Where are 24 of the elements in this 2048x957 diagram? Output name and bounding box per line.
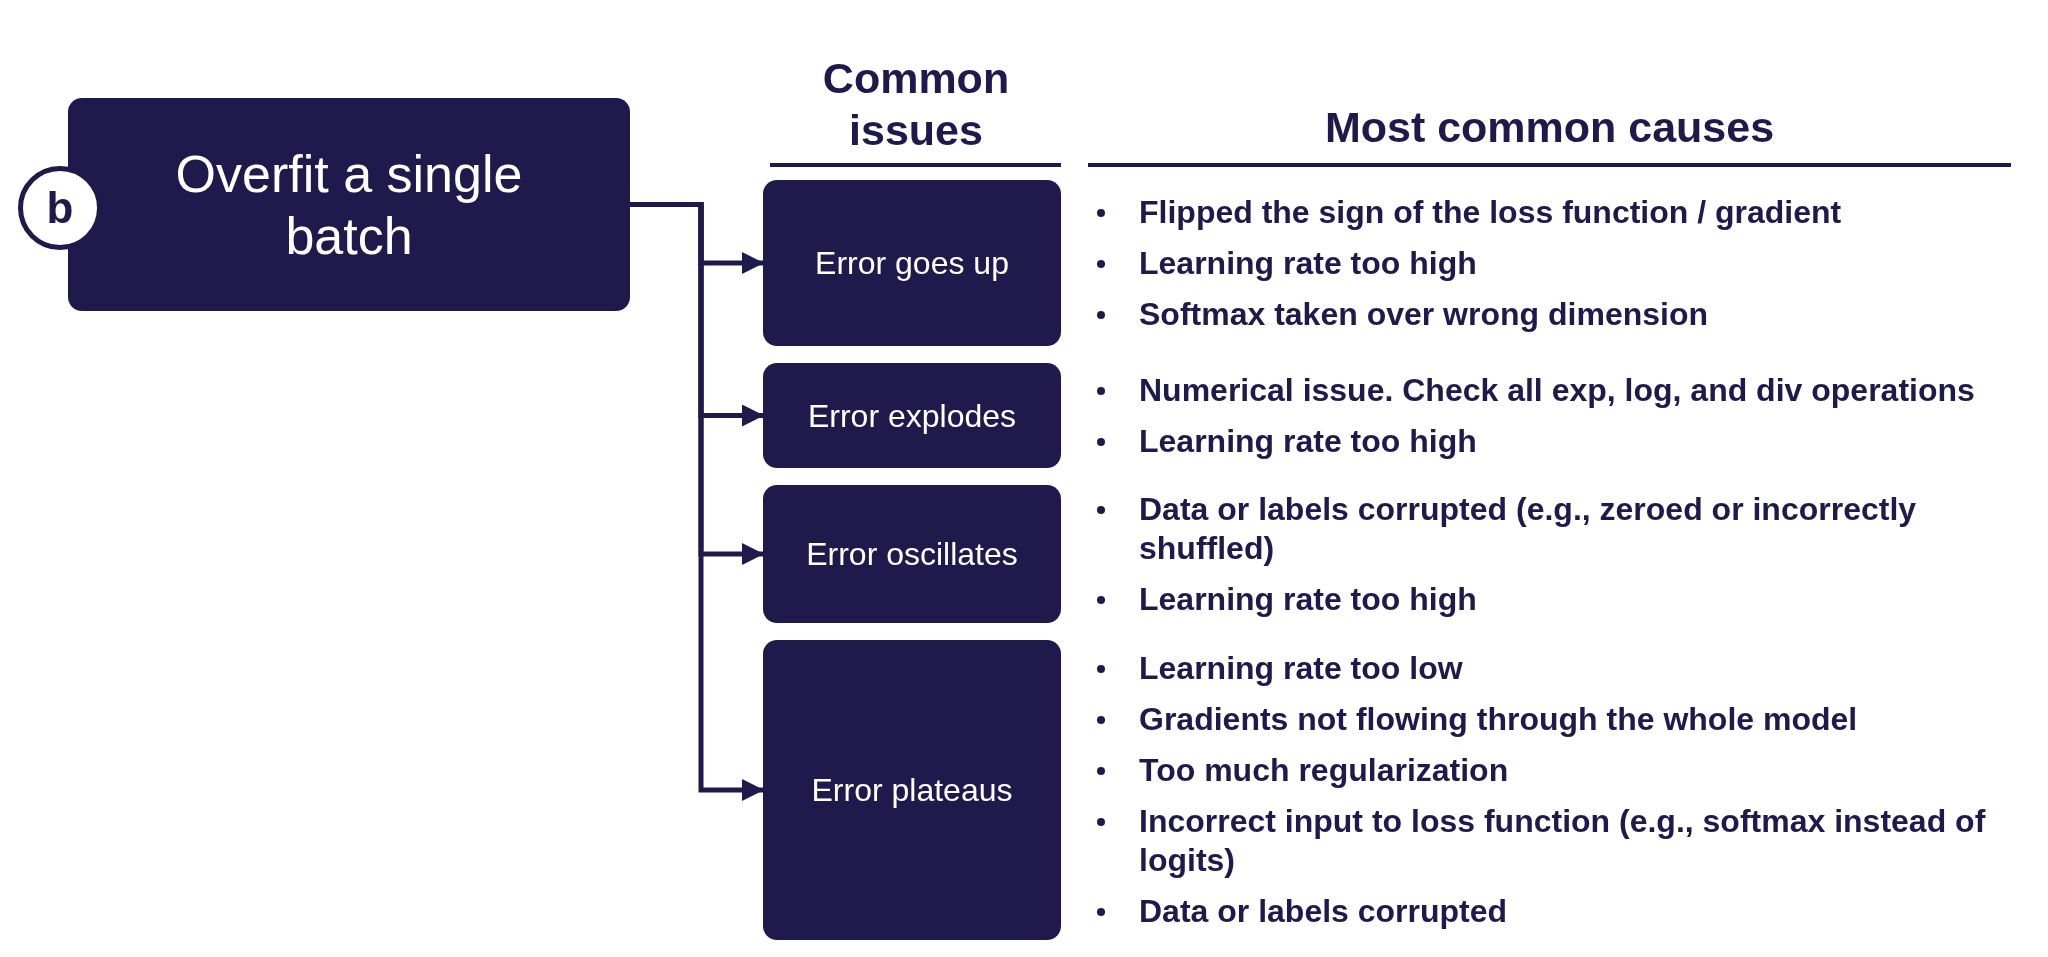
cause-text: Gradients not flowing through the whole model xyxy=(1139,700,1859,739)
cause-text: Data or labels corrupted (e.g., zeroed or incorrectly shuffled) xyxy=(1139,489,1918,568)
cause-text: Incorrect input to loss function (e.g., softmax instead of logits) xyxy=(1139,802,1987,880)
column-heading: Most common causes xyxy=(1323,102,1776,153)
cause-text: Learning rate too low xyxy=(1139,649,1464,688)
issue-box xyxy=(763,485,1061,623)
cause-text: Numerical issue. Check all exp, log, and div operations xyxy=(1139,370,1976,410)
issue-label: Error goes up xyxy=(815,244,1009,282)
cause-text: Flipped the sign of the loss function / gradient xyxy=(1139,192,1843,232)
issue-label: Error explodes xyxy=(807,396,1017,435)
issue-label: Error oscillates xyxy=(806,535,1018,573)
cause-text: Learning rate too high xyxy=(1139,421,1478,461)
cause-text: Learning rate too high xyxy=(1139,579,1478,619)
issue-box xyxy=(763,640,1061,940)
issue-box xyxy=(763,180,1061,346)
cause-text: Too much regularization xyxy=(1139,751,1510,790)
box-title: Overfit a single batch xyxy=(174,143,524,267)
step-letter: b xyxy=(46,186,74,230)
issue-box xyxy=(763,363,1061,468)
issue-label: Error plateaus xyxy=(811,771,1013,809)
cause-text: Learning rate too high xyxy=(1139,243,1478,283)
cause-text: Softmax taken over wrong dimension xyxy=(1139,294,1709,334)
column-heading: Common issues xyxy=(821,53,1011,156)
cause-text: Data or labels corrupted xyxy=(1139,892,1509,931)
